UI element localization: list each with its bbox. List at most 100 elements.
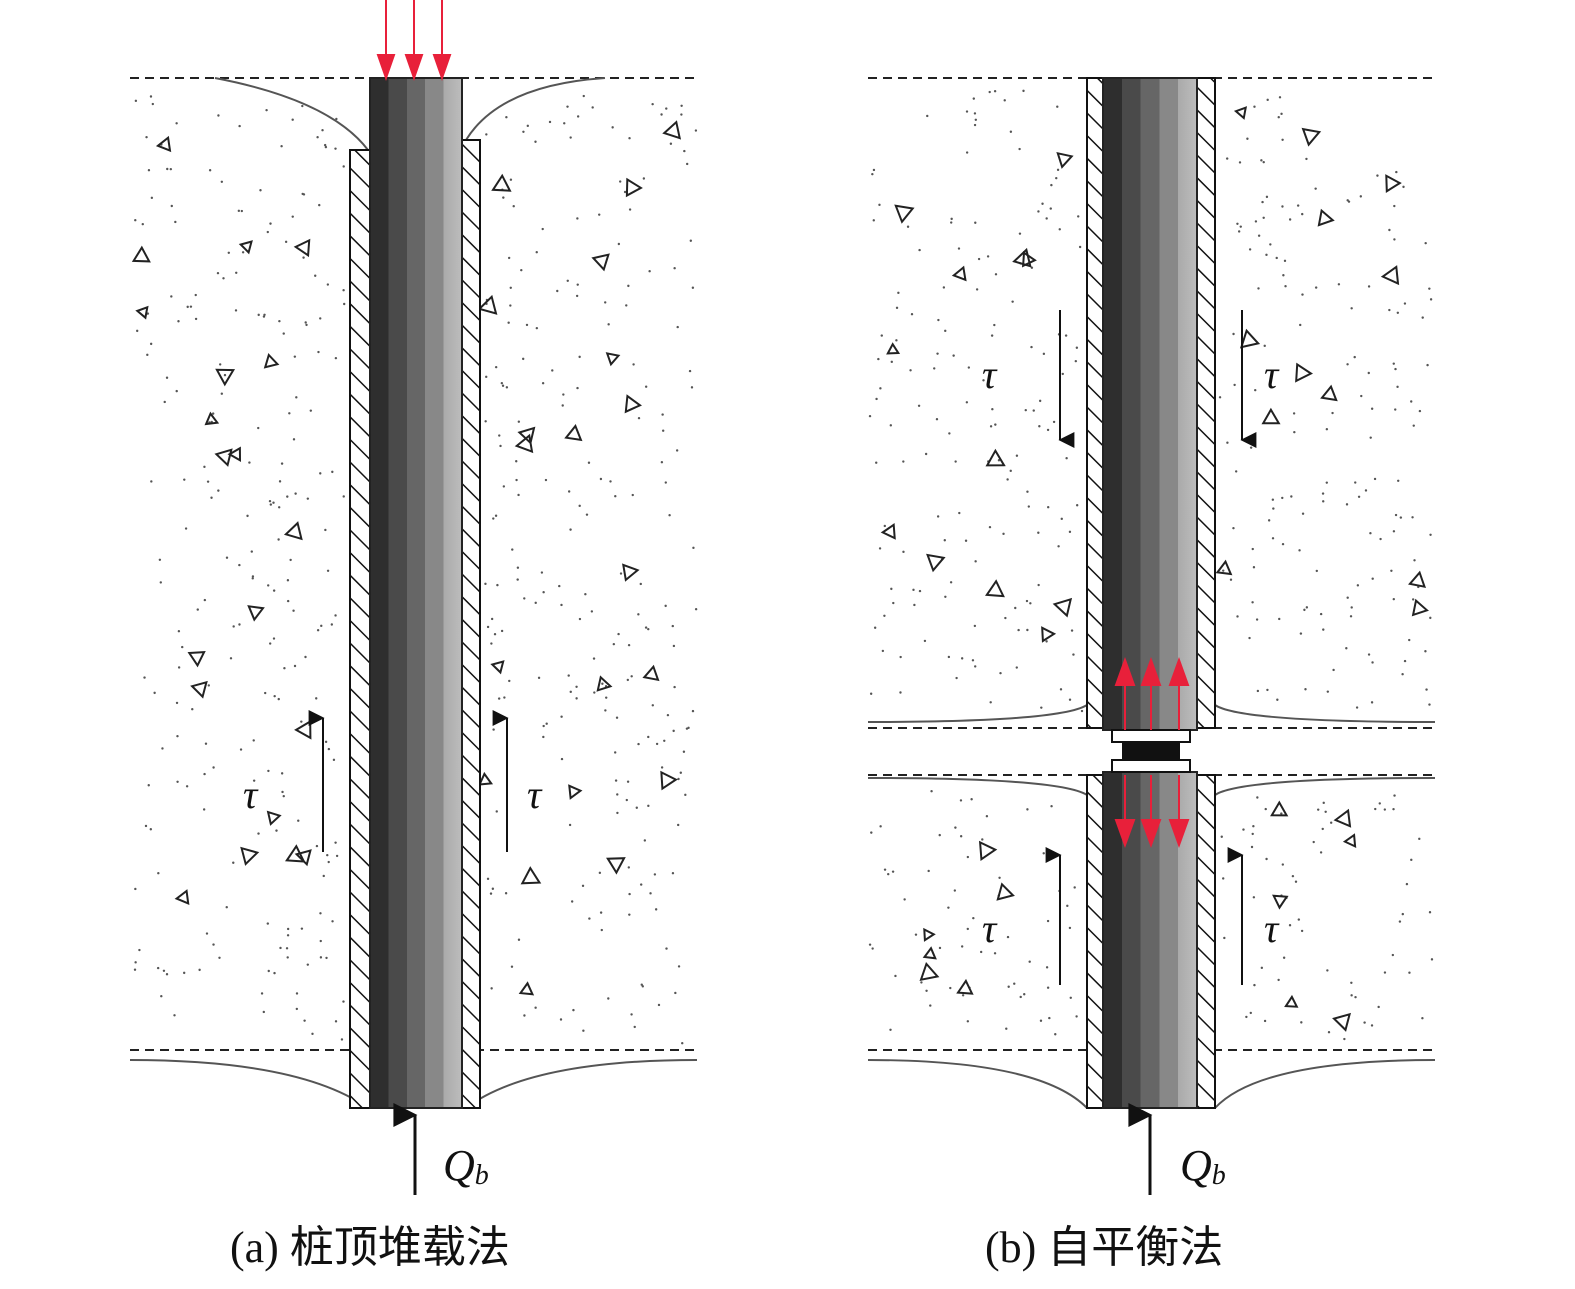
- soil-dot: [1350, 994, 1353, 997]
- soil-dot: [1304, 688, 1307, 691]
- soil-dot: [485, 133, 488, 136]
- soil-dot: [189, 305, 193, 308]
- soil-dot: [1037, 210, 1040, 213]
- soil-dot: [1271, 498, 1275, 501]
- soil-dot: [170, 204, 173, 208]
- soil-dot: [551, 369, 554, 372]
- soil-dot: [251, 575, 255, 578]
- soil-dot: [1077, 215, 1080, 218]
- soil-dot: [1250, 845, 1254, 849]
- soil-dot: [690, 386, 694, 389]
- soil-dot: [319, 472, 322, 475]
- soil-dot: [1025, 599, 1029, 603]
- soil-dot: [1260, 159, 1263, 162]
- aggregate-triangle: [187, 650, 206, 668]
- soil-dot: [277, 506, 281, 509]
- soil-dot: [265, 108, 268, 112]
- soil-dot: [582, 94, 585, 98]
- soil-dot: [517, 420, 521, 423]
- soil-dot: [575, 294, 579, 298]
- soil-dot: [1369, 436, 1372, 439]
- soil-dot: [517, 493, 520, 497]
- soil-dot: [897, 291, 900, 295]
- soil-dot: [1278, 617, 1281, 621]
- soil-dot: [319, 912, 322, 915]
- soil-dot: [1282, 956, 1286, 959]
- soil-dot: [654, 908, 658, 911]
- soil-dot: [1252, 825, 1255, 828]
- soil-dot: [588, 917, 591, 920]
- soil-dot: [584, 592, 587, 596]
- soil-dot: [306, 963, 310, 966]
- soil-dot: [1248, 248, 1252, 251]
- soil-dot: [315, 697, 318, 700]
- soil-dot: [675, 449, 679, 452]
- soil-dot: [1042, 352, 1046, 356]
- soil-dot: [540, 571, 544, 574]
- soil-dot: [965, 401, 969, 404]
- soil-dot: [1367, 653, 1371, 656]
- soil-dot: [605, 696, 608, 699]
- soil-dot: [938, 833, 941, 837]
- soil-dot: [895, 339, 898, 342]
- soil-dot: [933, 367, 936, 370]
- soil-dot: [212, 766, 215, 769]
- soil-dot: [568, 823, 572, 827]
- soil-dot: [877, 357, 880, 361]
- soil-dot: [590, 610, 594, 613]
- aggregate-triangle: [996, 882, 1015, 901]
- soil-dot: [601, 682, 604, 685]
- soil-dot: [1346, 363, 1349, 366]
- soil-dot: [1232, 526, 1235, 530]
- soil-dot: [988, 525, 992, 529]
- aggregate-triangle: [880, 522, 896, 540]
- soil-dot: [581, 884, 585, 888]
- soil-dot: [1225, 157, 1229, 160]
- aggregate-triangle: [1411, 598, 1429, 617]
- soil-dot: [1343, 1037, 1346, 1041]
- tau-label: τ: [982, 906, 998, 951]
- soil-dot: [689, 239, 693, 242]
- soil-dot: [965, 110, 969, 113]
- soil-dot: [1070, 629, 1074, 632]
- soil-dot: [559, 1018, 563, 1021]
- soil-dot: [993, 952, 997, 955]
- soil-dot: [910, 313, 914, 316]
- tau-label: τ: [1264, 906, 1280, 951]
- soil-dot: [268, 499, 272, 503]
- soil-dot: [1078, 245, 1082, 249]
- soil-dot: [607, 323, 610, 326]
- soil-dot: [619, 572, 623, 575]
- soil-dot: [1332, 668, 1335, 672]
- soil-dot: [576, 386, 579, 390]
- soil-dot: [671, 872, 675, 875]
- soil-dot: [1032, 409, 1035, 412]
- soil-dot: [203, 772, 206, 776]
- soil-dot: [961, 994, 965, 997]
- soil-dot: [525, 323, 529, 327]
- soil-dot: [642, 177, 646, 180]
- soil-dot: [627, 284, 630, 288]
- soil-dot: [1324, 810, 1327, 813]
- soil-dot: [322, 874, 325, 878]
- soil-dot: [334, 614, 337, 617]
- aggregate-triangle: [1012, 247, 1032, 268]
- soil-dot: [1272, 507, 1275, 510]
- soil-dot: [146, 353, 149, 357]
- soil-dot: [186, 305, 189, 309]
- soil-dot: [982, 379, 985, 382]
- soil-dot: [1238, 161, 1242, 164]
- soil-dot: [225, 905, 228, 909]
- soil-dot: [1011, 300, 1014, 303]
- soil-dot: [216, 271, 220, 275]
- soil-dot: [1019, 995, 1022, 999]
- soil-dot: [238, 563, 241, 567]
- soil-dot: [1045, 640, 1048, 643]
- soil-dot: [511, 548, 514, 551]
- soil-dot: [1370, 407, 1374, 410]
- soil-dot: [673, 267, 676, 270]
- soil-dot: [509, 286, 512, 289]
- soil-dot: [1403, 302, 1407, 305]
- aggregate-triangle: [131, 245, 151, 263]
- soil-dot: [599, 477, 603, 481]
